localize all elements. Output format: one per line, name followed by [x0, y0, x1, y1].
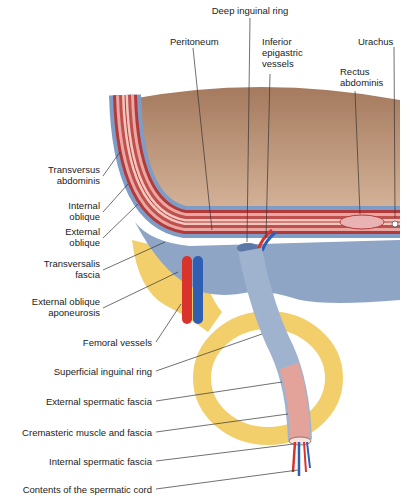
leader-line	[103, 242, 165, 270]
anatomy-label: Femoral vessels	[2, 337, 152, 348]
wall-layer	[125, 95, 400, 222]
anatomy-label: Deep inguinal ring	[200, 5, 300, 16]
leader-line	[156, 414, 288, 432]
anatomy-label: Rectus abdominis	[340, 66, 402, 88]
wall-layer	[125, 95, 400, 222]
leader-line	[193, 48, 212, 230]
rectus-muscle	[340, 215, 384, 229]
cord-content	[293, 442, 295, 472]
leader-line	[156, 444, 294, 461]
anatomy-label: Superficial inguinal ring	[2, 366, 152, 377]
anatomy-label: Peritoneum	[170, 36, 218, 47]
femoral-artery	[182, 256, 192, 324]
leader-line	[355, 91, 360, 214]
anatomy-label: Contents of the spermatic cord	[2, 484, 152, 495]
epigastric-vein	[262, 232, 276, 251]
anatomy-label: Cremasteric muscle and fascia	[2, 427, 152, 438]
anatomy-label: Internal oblique	[36, 200, 100, 222]
leader-line	[156, 334, 262, 371]
leader-line	[156, 470, 298, 489]
cord-content	[298, 442, 301, 476]
wall-layer	[125, 95, 400, 222]
leader-line	[266, 74, 270, 238]
cord-content	[304, 442, 306, 472]
leader-line	[156, 382, 282, 401]
anatomy-label: External oblique	[36, 226, 100, 248]
anatomy-label: Inferior epigastric vessels	[262, 36, 312, 69]
urachus	[392, 221, 398, 227]
leader-line	[247, 18, 250, 242]
wall-layer	[125, 95, 400, 222]
wall-layer	[125, 95, 400, 222]
leader-line	[103, 152, 120, 176]
anatomy-label: External oblique aponeurosis	[20, 296, 100, 318]
anatomy-label: External spermatic fascia	[2, 396, 152, 407]
transversalis-layer	[125, 95, 400, 222]
anatomy-label: Transversus abdominis	[36, 164, 100, 186]
anatomy-label: Internal spermatic fascia	[2, 456, 152, 467]
leader-line	[103, 184, 128, 212]
leader-lines	[103, 18, 395, 489]
leader-line	[394, 47, 395, 218]
femoral-vein	[193, 256, 203, 324]
cord-content	[307, 442, 310, 468]
anatomy-label: Urachus	[358, 36, 398, 47]
leader-line	[156, 304, 181, 342]
leader-line	[103, 204, 138, 238]
cremasteric-layer	[289, 366, 300, 440]
anatomy-label: Transversalis fascia	[34, 258, 100, 280]
spermatic-cord	[250, 250, 300, 440]
leader-line	[103, 272, 178, 308]
